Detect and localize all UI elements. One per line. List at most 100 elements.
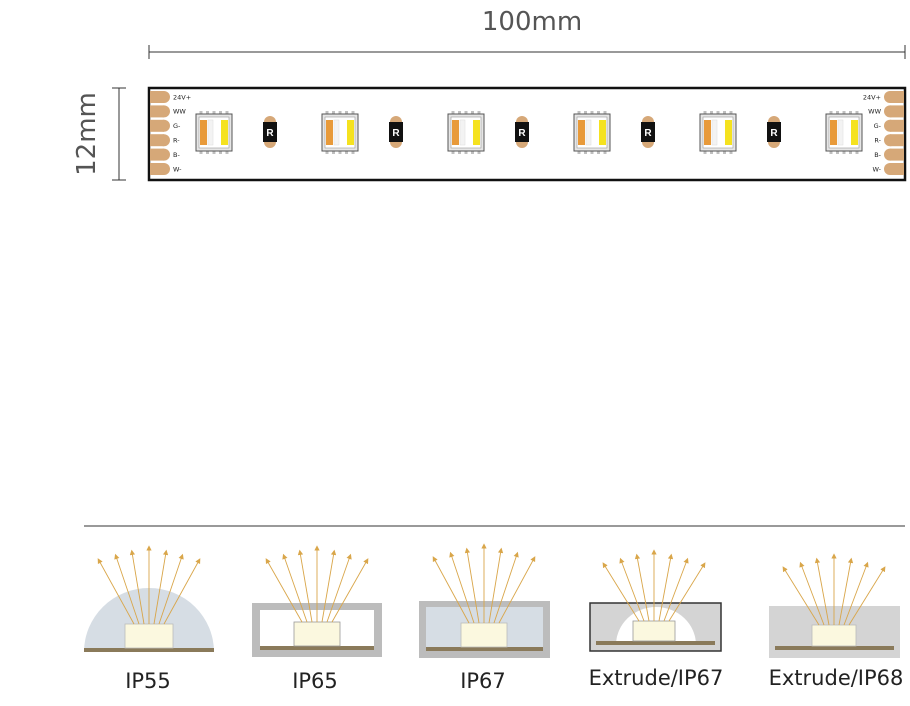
led-pin [477, 150, 481, 154]
pad-copper-round [884, 134, 896, 147]
pad-copper-round [884, 91, 896, 103]
solder-pad: W- [150, 163, 182, 175]
ip55-pcb [84, 648, 214, 652]
ip67-variant: IP67 [419, 543, 550, 693]
led-pin [199, 111, 203, 115]
led-pin [849, 150, 852, 154]
ip67-label: IP67 [460, 669, 506, 693]
pad-label: B- [874, 151, 881, 159]
led-pin [338, 150, 342, 154]
led-pin [199, 150, 203, 154]
led-yellow-chip [725, 120, 732, 145]
led-pin [464, 111, 468, 115]
led-pin [849, 111, 852, 115]
ip67-led [460, 622, 508, 648]
extrude-ip68-variant: Extrude/IP68 [769, 553, 903, 690]
led-pin [855, 150, 859, 154]
ip55-led [124, 623, 174, 649]
extrude-ip68-led [811, 624, 857, 647]
pad-label: G- [173, 122, 181, 130]
led-pin [710, 150, 713, 154]
extrude-ip67-pcb [596, 641, 715, 645]
resistor-body [641, 122, 655, 142]
led-pin [332, 111, 335, 115]
light-ray [668, 562, 706, 622]
light-ray [814, 557, 830, 626]
led-warm-chip [200, 120, 207, 145]
led-pin [855, 111, 859, 115]
pad-label: R- [173, 137, 180, 145]
pad-copper-round [158, 134, 170, 147]
solder-pad: 24V+ [863, 91, 904, 103]
led-pin [225, 111, 229, 115]
led-pin [464, 150, 468, 154]
led-pin [458, 111, 461, 115]
led-pin [345, 111, 348, 115]
led-white-chip [585, 119, 592, 146]
pad-copper-round [884, 163, 896, 175]
length-dimension: 100mm [148, 7, 906, 59]
ip65-variant: IP65 [252, 545, 382, 693]
light-rays [265, 545, 369, 623]
led-white-chip [333, 119, 340, 146]
resistor: R [263, 116, 277, 148]
width-dimension: 12mm [72, 87, 126, 181]
resistor: R [767, 116, 781, 148]
smd-led [699, 111, 737, 154]
solder-pad: G- [874, 119, 904, 132]
led-pin [597, 150, 600, 154]
resistor: R [641, 116, 655, 148]
light-ray [449, 551, 475, 624]
led-pin [477, 111, 481, 115]
led-warm-chip [452, 120, 459, 145]
led-pin [332, 150, 335, 154]
led-yellow-chip [473, 120, 480, 145]
led-pin [351, 150, 355, 154]
light-rays [97, 545, 201, 625]
led-warm-chip [704, 120, 711, 145]
light-ray [129, 549, 145, 625]
resistor-label: R [518, 128, 526, 139]
light-rays [602, 549, 706, 622]
led-pin [842, 150, 846, 154]
solder-pad: B- [874, 148, 904, 161]
ip65-pcb [260, 646, 374, 650]
left-solder-pads: 24V+WWG-R-B-W- [150, 91, 191, 175]
pad-label: WW [173, 108, 186, 116]
extrude-ip67-label: Extrude/IP67 [589, 666, 724, 690]
light-rays [432, 543, 536, 624]
led-yellow-chip [221, 120, 228, 145]
led-pin [723, 150, 726, 154]
light-ray [838, 557, 854, 626]
led-pin [842, 111, 846, 115]
solder-pad: WW [868, 105, 904, 118]
light-ray [97, 558, 135, 625]
ip55-label: IP55 [125, 669, 171, 693]
width-label: 12mm [72, 92, 102, 176]
led-pin [597, 111, 600, 115]
led-pin [219, 150, 222, 154]
resistor-body [389, 122, 403, 142]
resistor-body [263, 122, 277, 142]
solder-pad: B- [150, 148, 180, 161]
pad-copper-round [158, 105, 170, 118]
smd-led [195, 111, 233, 154]
pad-label: WW [868, 108, 881, 116]
solder-pad: G- [150, 119, 181, 132]
pad-label: B- [173, 151, 180, 159]
light-ray [163, 558, 201, 625]
solder-pad: R- [874, 134, 904, 147]
led-pin [225, 150, 229, 154]
led-warm-chip [830, 120, 837, 145]
ip55-variant: IP55 [84, 545, 214, 693]
ip67-pcb [426, 647, 543, 651]
pad-copper-round [884, 105, 896, 118]
light-ray [848, 566, 886, 626]
smd-led [321, 111, 359, 154]
led-warm-chip [326, 120, 333, 145]
led-yellow-chip [851, 120, 858, 145]
light-ray [658, 553, 674, 622]
led-pin [206, 111, 209, 115]
